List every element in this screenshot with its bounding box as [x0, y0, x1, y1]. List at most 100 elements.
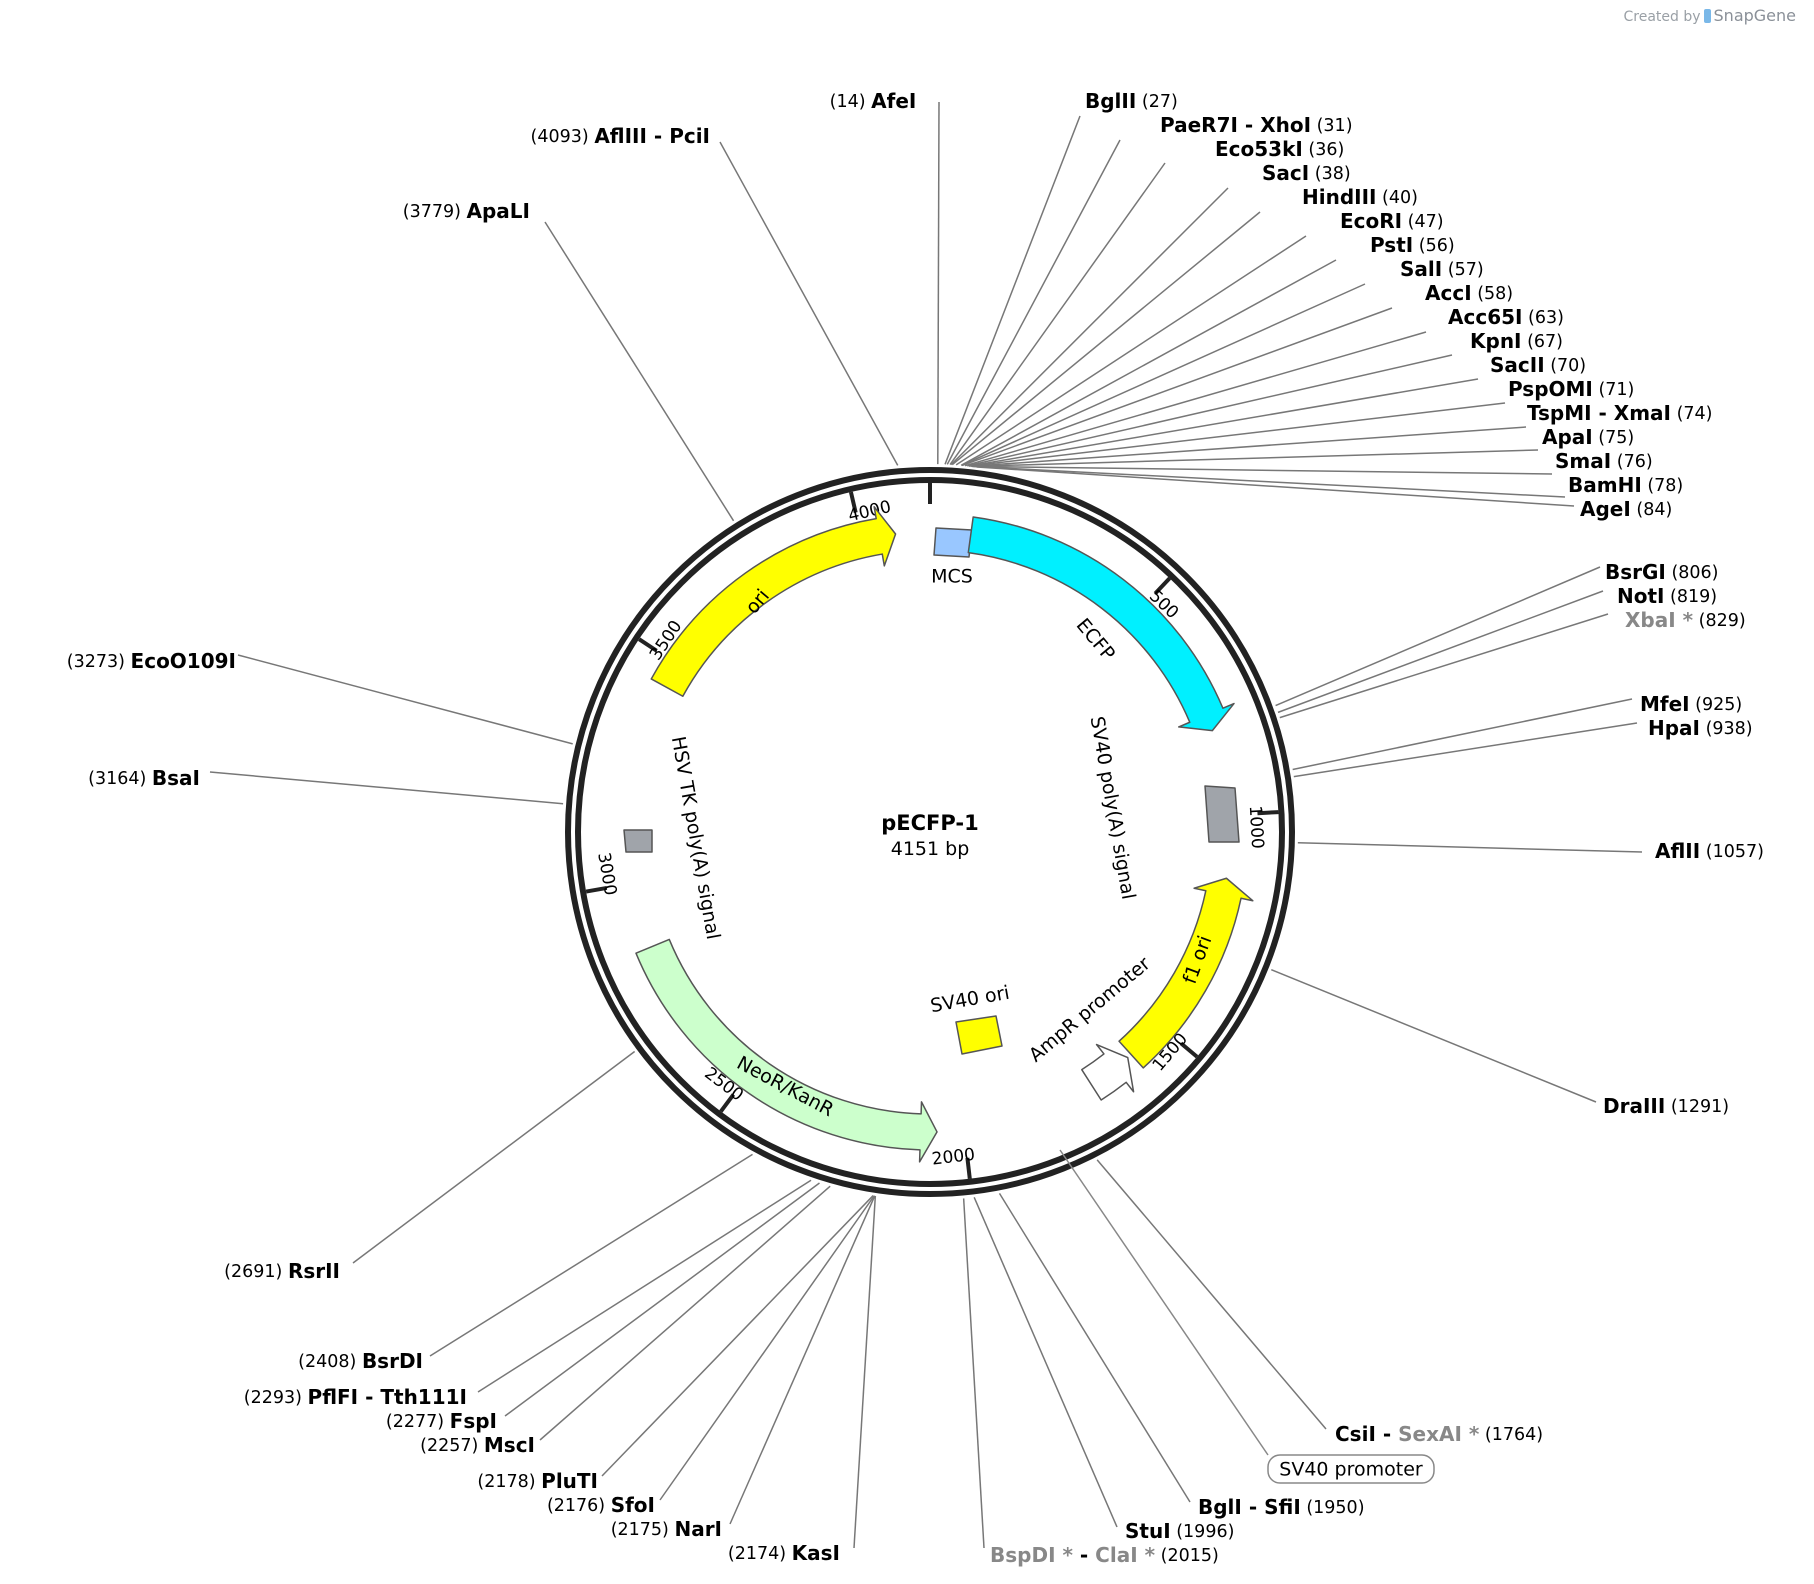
- site-mfei[interactable]: MfeI (925): [1640, 692, 1742, 716]
- site-acc65i[interactable]: Acc65I (63): [1448, 305, 1564, 329]
- site-bamhi[interactable]: BamHI (78): [1568, 473, 1683, 497]
- feature-f1-ori[interactable]: [1118, 877, 1254, 1069]
- site-leader-line: [237, 654, 573, 745]
- feature-layer: [623, 506, 1254, 1163]
- site-label: HpaI (938): [1648, 716, 1753, 740]
- sv40-promoter-label-box: [1267, 1454, 1435, 1484]
- site-leader-line: [976, 466, 1575, 507]
- site-sali[interactable]: SalI (57): [1400, 257, 1484, 281]
- site-label: PstI (56): [1370, 233, 1455, 257]
- site-leader-line: [964, 331, 1427, 467]
- plasmid-name: pECFP-1: [881, 811, 978, 835]
- feature-label-mcs: MCS: [931, 566, 973, 588]
- site-msci[interactable]: (2257) MscI: [420, 1433, 535, 1457]
- site-hindiii[interactable]: HindIII (40): [1302, 185, 1418, 209]
- feature-mcs[interactable]: [933, 527, 973, 558]
- site-csii-sexai[interactable]: CsiI - SexAI * (1764): [1335, 1422, 1543, 1446]
- feature-hsv-tk-poly-a-signal[interactable]: [623, 829, 653, 853]
- feature-neor-kanr[interactable]: [635, 938, 938, 1163]
- site-stui[interactable]: StuI (1996): [1125, 1519, 1234, 1543]
- site-leader-line: [967, 354, 1453, 467]
- site-label: SmaI (76): [1555, 449, 1653, 473]
- site-sacii[interactable]: SacII (70): [1490, 353, 1586, 377]
- site-kpni[interactable]: KpnI (67): [1470, 329, 1563, 353]
- plasmid-length: 4151 bp: [891, 838, 970, 860]
- site-label: (14) AfeI: [830, 89, 917, 113]
- feature-ori[interactable]: [650, 506, 897, 698]
- feature-sv40-ori[interactable]: [955, 1015, 1003, 1055]
- site-paer7i-xhoi[interactable]: PaeR7I - XhoI (31): [1160, 113, 1353, 137]
- site-hpai[interactable]: HpaI (938): [1648, 716, 1753, 740]
- site-label: (2293) PflFI - Tth111I: [244, 1385, 467, 1409]
- site-agei[interactable]: AgeI (84): [1580, 497, 1672, 521]
- site-label: BglI - SfiI (1950): [1198, 1495, 1365, 1519]
- site-leader-line: [937, 101, 940, 465]
- site-label: TspMI - XmaI (74): [1527, 401, 1713, 425]
- site-label: (2691) RsrII: [224, 1259, 340, 1283]
- site-xbai[interactable]: XbaI * (829): [1625, 608, 1746, 632]
- site-ecori[interactable]: EcoRI (47): [1340, 209, 1444, 233]
- feature-sv40-poly-a-signal[interactable]: [1204, 785, 1240, 843]
- site-leader-line: [998, 1192, 1191, 1503]
- site-pspomi[interactable]: PspOMI (71): [1508, 377, 1634, 401]
- tick-label: 1000: [1245, 805, 1267, 849]
- site-leader-line: [1297, 841, 1643, 853]
- site-label: CsiI - SexAI * (1764): [1335, 1422, 1543, 1446]
- site-leader-line: [1275, 566, 1601, 707]
- site-afei[interactable]: (14) AfeI: [830, 89, 917, 113]
- site-ecoo109i[interactable]: (3273) EcoO109I: [67, 649, 236, 673]
- site-aflii[interactable]: AflII (1057): [1655, 839, 1764, 863]
- site-bsrdi[interactable]: (2408) BsrDI: [298, 1349, 423, 1373]
- site-saci[interactable]: SacI (38): [1262, 161, 1351, 185]
- site-leader-line: [946, 139, 1121, 465]
- site-apai[interactable]: ApaI (75): [1542, 425, 1634, 449]
- site-fspi[interactable]: (2277) FspI: [386, 1409, 497, 1433]
- site-label: Eco53kI (36): [1215, 137, 1344, 161]
- sv40-promoter-callout[interactable]: SV40 promoter: [1059, 1149, 1435, 1484]
- site-leader-line: [544, 221, 735, 522]
- site-label: (4093) AflIII - PciI: [531, 124, 710, 148]
- feature-label-ecfp: ECFP: [1072, 614, 1119, 665]
- site-afliii-pcii[interactable]: (4093) AflIII - PciI: [531, 124, 710, 148]
- site-bspdi-clai[interactable]: BspDI * - ClaI * (2015): [990, 1543, 1219, 1567]
- feature-ampr-promoter[interactable]: [1081, 1043, 1135, 1101]
- site-leader-line: [1271, 968, 1597, 1103]
- site-bglii[interactable]: BglII (27): [1085, 89, 1178, 113]
- site-pluti[interactable]: (2178) PluTI: [477, 1469, 598, 1493]
- site-leader-line: [949, 162, 1166, 465]
- site-pflfi-tth111i[interactable]: (2293) PflFI - Tth111I: [244, 1385, 467, 1409]
- site-label: (2176) SfoI: [547, 1493, 655, 1517]
- site-sfoi[interactable]: (2176) SfoI: [547, 1493, 655, 1517]
- site-label: HindIII (40): [1302, 185, 1418, 209]
- site-bsai[interactable]: (3164) BsaI: [88, 766, 200, 790]
- feature-label-sv40-promoter: SV40 promoter: [1279, 1459, 1423, 1481]
- site-rsrii[interactable]: (2691) RsrII: [224, 1259, 340, 1283]
- site-leader-lines: [209, 101, 1643, 1549]
- site-noti[interactable]: NotI (819): [1617, 584, 1717, 608]
- site-acci[interactable]: AccI (58): [1425, 281, 1513, 305]
- site-draiii[interactable]: DraIII (1291): [1603, 1094, 1729, 1118]
- site-label: EcoRI (47): [1340, 209, 1444, 233]
- site-label: StuI (1996): [1125, 1519, 1234, 1543]
- site-label: MfeI (925): [1640, 692, 1742, 716]
- site-bsrgi[interactable]: BsrGI (806): [1605, 560, 1719, 584]
- site-tspmi-xmai[interactable]: TspMI - XmaI (74): [1527, 401, 1713, 425]
- tick-mark: [638, 637, 658, 653]
- site-nari[interactable]: (2175) NarI: [611, 1517, 722, 1541]
- site-label: BamHI (78): [1568, 473, 1683, 497]
- site-kasi[interactable]: (2174) KasI: [728, 1541, 840, 1565]
- site-bgli-sfii[interactable]: BglI - SfiI (1950): [1198, 1495, 1365, 1519]
- site-eco53ki[interactable]: Eco53kI (36): [1215, 137, 1344, 161]
- site-apali[interactable]: (3779) ApaLI: [403, 199, 530, 223]
- site-label: (2175) NarI: [611, 1517, 722, 1541]
- site-psti[interactable]: PstI (56): [1370, 233, 1455, 257]
- feature-ecfp[interactable]: [967, 516, 1235, 732]
- site-label: BglII (27): [1085, 89, 1178, 113]
- site-smai[interactable]: SmaI (76): [1555, 449, 1653, 473]
- site-label: AgeI (84): [1580, 497, 1672, 521]
- site-leader-line: [971, 426, 1527, 468]
- tick-mark: [1153, 576, 1172, 595]
- site-leader-line: [960, 259, 1337, 466]
